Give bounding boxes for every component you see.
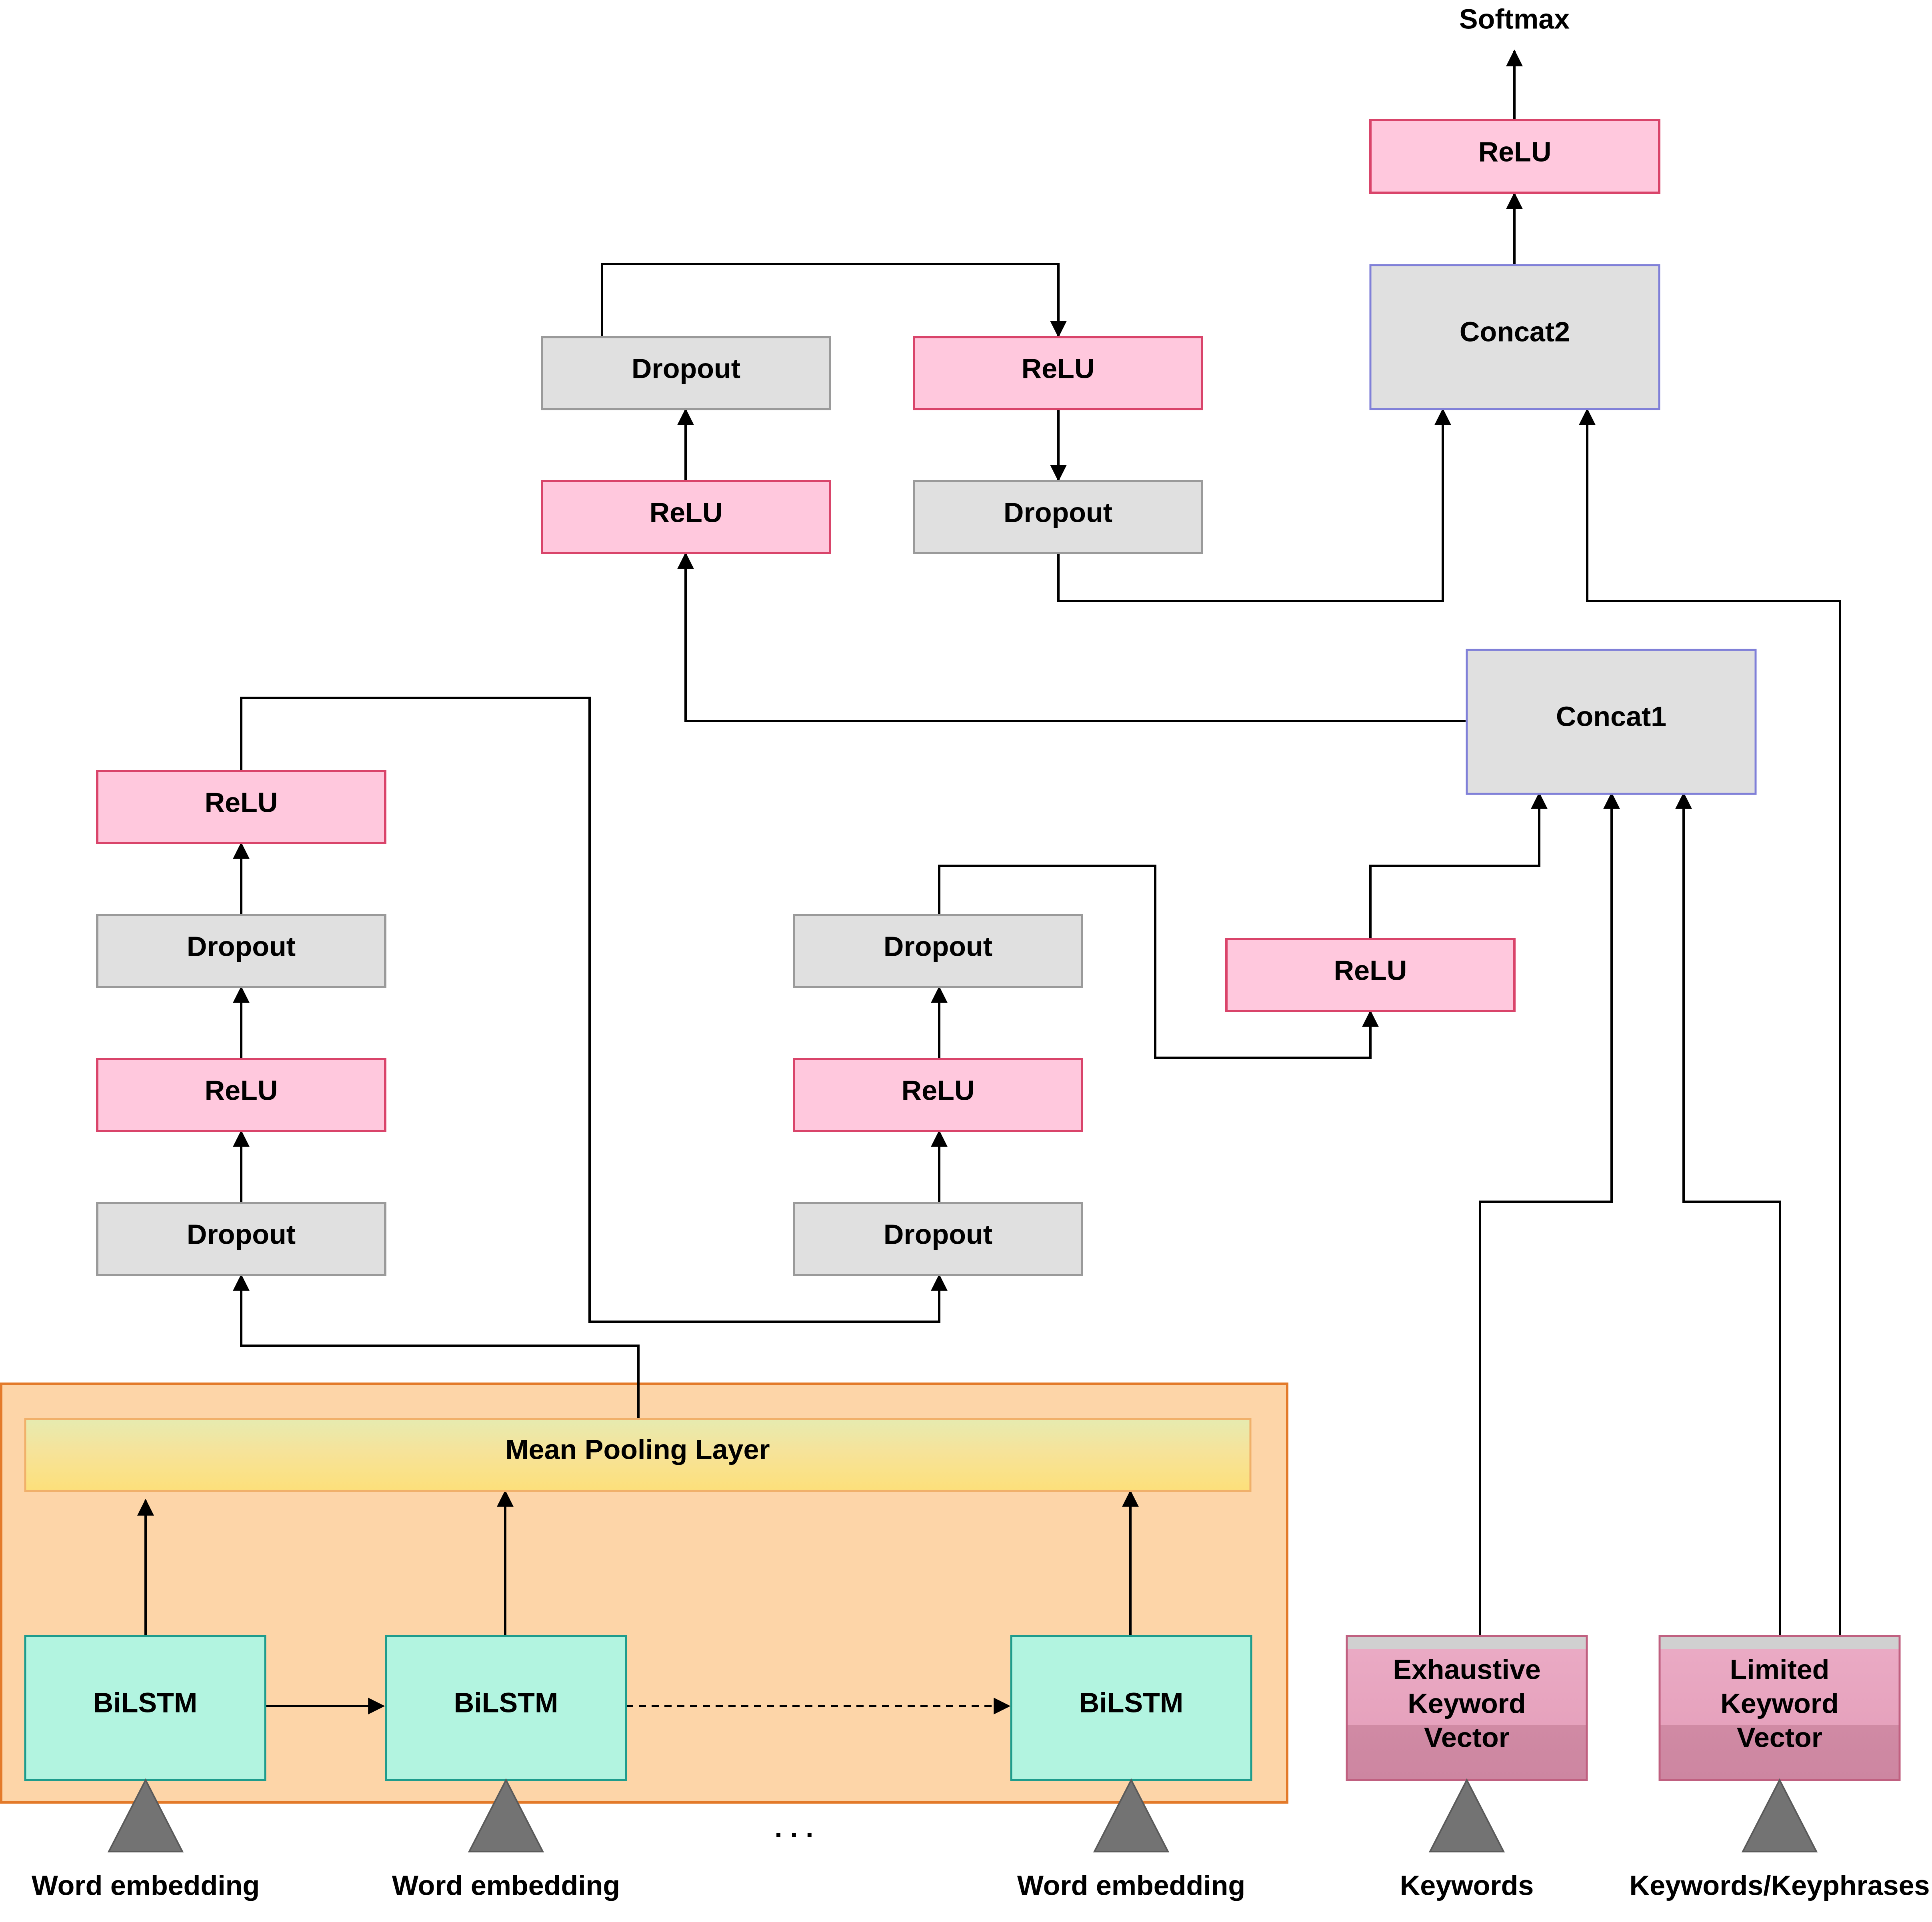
bilstm-label-2: BiLSTM xyxy=(454,1687,558,1718)
left-relu-top: ReLU xyxy=(96,770,386,844)
side-relu: ReLU xyxy=(1225,938,1516,1012)
input-triangles xyxy=(107,1778,1818,1852)
mean-pooling-layer: Mean Pooling Layer xyxy=(24,1418,1252,1492)
bilstm-cell-1: BiLSTM xyxy=(24,1635,266,1781)
mid-dropout-right-label: Dropout xyxy=(1004,497,1112,528)
input-triangle-icon xyxy=(1093,1778,1170,1852)
mid-relu-bottom-label: ReLU xyxy=(650,497,723,528)
mid-relu-bottom: ReLU xyxy=(541,480,831,554)
center-dropout-bottom: Dropout xyxy=(793,1202,1083,1276)
word-embedding-label-1: Word embedding xyxy=(32,1870,260,1901)
limited-label-line1: Limited xyxy=(1730,1654,1830,1685)
concat1-label: Concat1 xyxy=(1556,701,1666,732)
concat2-label: Concat2 xyxy=(1460,316,1570,347)
concat1-layer: Concat1 xyxy=(1466,649,1757,795)
exhaustive-keyword-vector: Exhaustive Keyword Vector xyxy=(1346,1635,1588,1781)
sequence-ellipsis: . . . xyxy=(774,1812,813,1843)
word-embedding-label-2: Word embedding xyxy=(392,1870,620,1901)
center-dropout-bottom-label: Dropout xyxy=(884,1219,992,1250)
exhaustive-label-line3: Vector xyxy=(1424,1722,1510,1753)
bilstm-cell-3: BiLSTM xyxy=(1010,1635,1252,1781)
center-relu-label: ReLU xyxy=(902,1075,975,1106)
limited-keyword-vector: Limited Keyword Vector xyxy=(1658,1635,1901,1781)
bilstm-label-3: BiLSTM xyxy=(1079,1687,1184,1718)
mid-relu-right: ReLU xyxy=(913,336,1203,410)
mean-pooling-label: Mean Pooling Layer xyxy=(505,1434,770,1465)
keywords-label: Keywords xyxy=(1400,1870,1534,1901)
exhaustive-label-line2: Keyword xyxy=(1408,1688,1526,1719)
left-dropout-upper-label: Dropout xyxy=(187,931,296,962)
limited-label-line3: Vector xyxy=(1737,1722,1822,1753)
left-relu-top-label: ReLU xyxy=(205,787,278,818)
top-relu-layer: ReLU xyxy=(1369,119,1660,194)
mid-dropout-right: Dropout xyxy=(913,480,1203,554)
input-triangle-icon xyxy=(107,1778,184,1852)
left-dropout-upper: Dropout xyxy=(96,914,386,988)
center-dropout-upper: Dropout xyxy=(793,914,1083,988)
exhaustive-label-line1: Exhaustive xyxy=(1393,1654,1541,1685)
center-relu: ReLU xyxy=(793,1058,1083,1132)
word-embedding-label-3: Word embedding xyxy=(1017,1870,1245,1901)
center-dropout-upper-label: Dropout xyxy=(884,931,992,962)
input-triangle-icon xyxy=(468,1778,544,1852)
mid-dropout-top-label: Dropout xyxy=(632,353,740,384)
bilstm-cell-2: BiLSTM xyxy=(385,1635,627,1781)
softmax-label: Softmax xyxy=(1459,3,1570,34)
limited-label-line2: Keyword xyxy=(1720,1688,1839,1719)
keyphrases-label: Keywords/Keyphrases xyxy=(1630,1870,1930,1901)
connectors xyxy=(137,49,1841,1714)
side-relu-label: ReLU xyxy=(1334,955,1407,986)
input-triangle-icon xyxy=(1741,1778,1818,1852)
input-triangle-icon xyxy=(1428,1778,1505,1852)
mid-relu-right-label: ReLU xyxy=(1022,353,1095,384)
left-dropout-bottom: Dropout xyxy=(96,1202,386,1276)
bilstm-label-1: BiLSTM xyxy=(93,1687,198,1718)
concat2-layer: Concat2 xyxy=(1369,264,1660,410)
left-relu-lower: ReLU xyxy=(96,1058,386,1132)
left-relu-lower-label: ReLU xyxy=(205,1075,278,1106)
mid-dropout-top: Dropout xyxy=(541,336,831,410)
left-dropout-bottom-label: Dropout xyxy=(187,1219,296,1250)
top-relu-label: ReLU xyxy=(1478,136,1552,167)
